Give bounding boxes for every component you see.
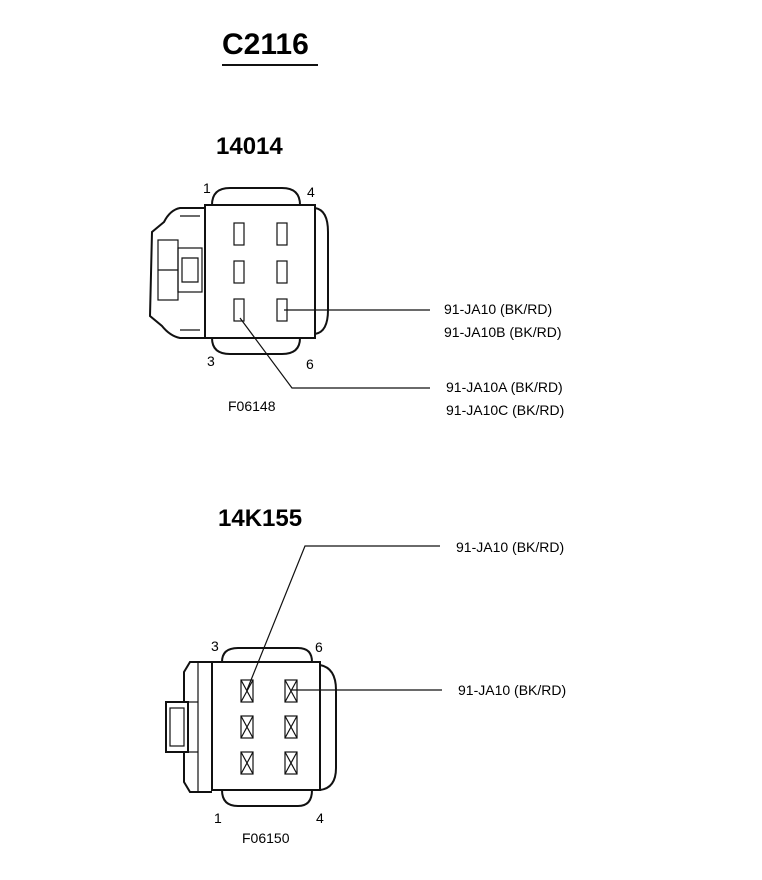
connector-a-leader-pin-3 bbox=[239, 317, 430, 389]
connector-a-body bbox=[148, 187, 329, 355]
connector-b-wire-label: 91-JA10 (BK/RD) bbox=[456, 539, 564, 555]
connector-b-pin-3-label: 3 bbox=[211, 638, 219, 654]
connector-a-figure-id: F06148 bbox=[228, 398, 276, 414]
connector-b-wire-label: 91-JA10 (BK/RD) bbox=[458, 682, 566, 698]
connector-a-pin-3-label: 3 bbox=[207, 353, 215, 369]
connector-a-cavity-5 bbox=[276, 260, 288, 284]
connector-b-pin-6-label: 6 bbox=[315, 639, 323, 655]
connector-a-wire-label: 91-JA10A (BK/RD) bbox=[446, 379, 563, 395]
connector-a-part-number: 14014 bbox=[216, 133, 283, 160]
connector-a-wire-label: 91-JA10B (BK/RD) bbox=[444, 324, 561, 340]
connector-b-cavity-1 bbox=[240, 751, 254, 775]
connector-b-pin-4-label: 4 bbox=[316, 810, 324, 826]
connector-b-figure-id: F06150 bbox=[242, 830, 290, 846]
connector-a-cavity-3 bbox=[233, 298, 245, 322]
connector-b-body bbox=[165, 647, 337, 807]
connector-b-part-number: 14K155 bbox=[218, 505, 302, 532]
connector-a-wire-label: 91-JA10C (BK/RD) bbox=[446, 402, 564, 418]
connector-b-leader-pin-3 bbox=[246, 545, 440, 691]
connector-b-cavity-2 bbox=[240, 715, 254, 739]
connector-a-pin-6-label: 6 bbox=[306, 356, 314, 372]
connector-a-cavity-4 bbox=[276, 222, 288, 246]
connector-a-cavity-1 bbox=[233, 222, 245, 246]
connector-a-cavity-2 bbox=[233, 260, 245, 284]
connector-a-pin-1-label: 1 bbox=[203, 180, 211, 196]
connector-b-cavity-4 bbox=[284, 751, 298, 775]
connector-b-pin-1-label: 1 bbox=[214, 810, 222, 826]
connector-b-cavity-3 bbox=[240, 679, 254, 703]
connector-b-cavity-6 bbox=[284, 679, 298, 703]
connector-a-pin-4-label: 4 bbox=[307, 184, 315, 200]
diagram-title: C2116 bbox=[222, 28, 309, 61]
connector-b-cavity-5 bbox=[284, 715, 298, 739]
connector-a-wire-label: 91-JA10 (BK/RD) bbox=[444, 301, 552, 317]
